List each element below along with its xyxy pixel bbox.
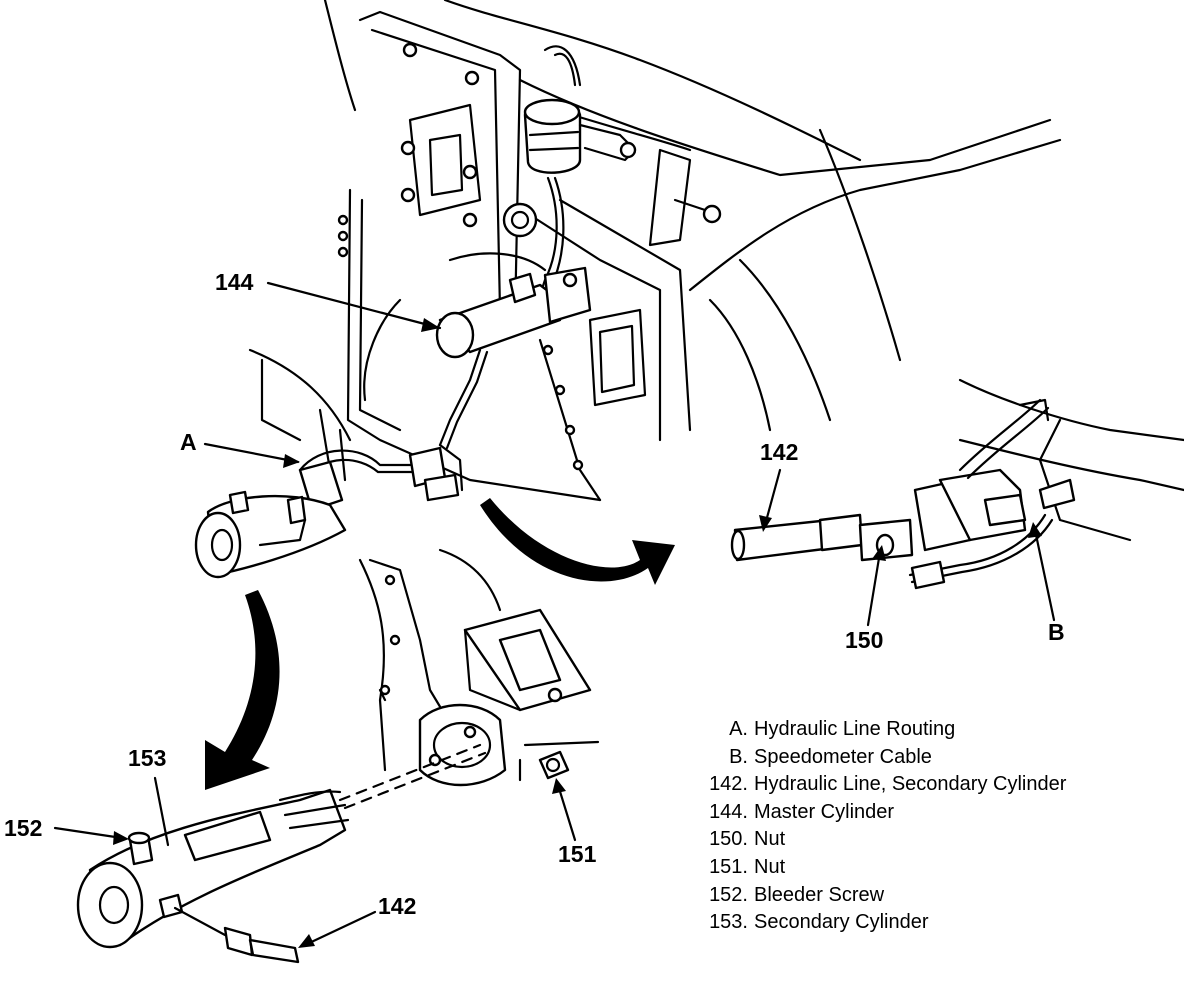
arrow-to-inset	[480, 498, 675, 585]
legend-row: 153. Secondary Cylinder	[700, 909, 1066, 937]
legend-row: B. Speedometer Cable	[700, 744, 1066, 772]
legend-row: 142. Hydraulic Line, Secondary Cylinder	[700, 771, 1066, 799]
legend-row: A. Hydraulic Line Routing	[700, 716, 1066, 744]
callout-142-top: 142	[760, 439, 798, 465]
legend-key: 144.	[709, 800, 748, 823]
legend-label: Secondary Cylinder	[754, 911, 929, 934]
legend-key: 153.	[709, 911, 748, 934]
callout-B: B	[1048, 619, 1065, 645]
callout-142-bottom: 142	[378, 893, 416, 919]
legend-row: 150. Nut	[700, 826, 1066, 854]
legend-key: 142.	[709, 773, 748, 796]
callout-144: 144	[215, 269, 254, 295]
legend-label: Master Cylinder	[754, 800, 895, 823]
legend-label: Speedometer Cable	[754, 745, 932, 768]
legend-label: Nut	[754, 828, 786, 851]
legend-key: 151.	[709, 855, 748, 878]
secondary-cylinder	[76, 788, 350, 964]
lower-transmission-view	[338, 548, 600, 810]
firewall-illustration	[248, 0, 1062, 502]
callout-labels: 144 A 142 150 B 153 152 151 142	[4, 269, 1065, 919]
arrow-to-lower-view	[205, 590, 280, 790]
legend-row: 152. Bleeder Screw	[700, 882, 1066, 910]
callout-A: A	[180, 429, 197, 455]
inset-connection-view	[730, 378, 1184, 590]
legend-key: B.	[729, 745, 748, 768]
legend-row: 151. Nut	[700, 854, 1066, 882]
callout-151: 151	[558, 841, 597, 867]
callout-153: 153	[128, 745, 166, 771]
callout-152: 152	[4, 815, 42, 841]
legend-key: A.	[729, 718, 748, 740]
legend-row: 144. Master Cylinder	[700, 799, 1066, 827]
leader-lines	[53, 281, 1056, 948]
callout-150: 150	[845, 627, 883, 653]
legend-label: Nut	[754, 855, 786, 878]
legend-key: 152.	[709, 883, 748, 906]
legend-label: Hydraulic Line Routing	[754, 718, 956, 740]
master-cylinder	[435, 98, 637, 450]
hydraulic-line-routing	[194, 443, 464, 579]
legend-label: Hydraulic Line, Secondary Cylinder	[754, 773, 1067, 796]
parts-legend: A. Hydraulic Line Routing B. Speedometer…	[700, 716, 1066, 937]
legend-label: Bleeder Screw	[754, 883, 885, 906]
view-arrows	[205, 498, 675, 790]
legend-key: 150.	[709, 828, 748, 851]
